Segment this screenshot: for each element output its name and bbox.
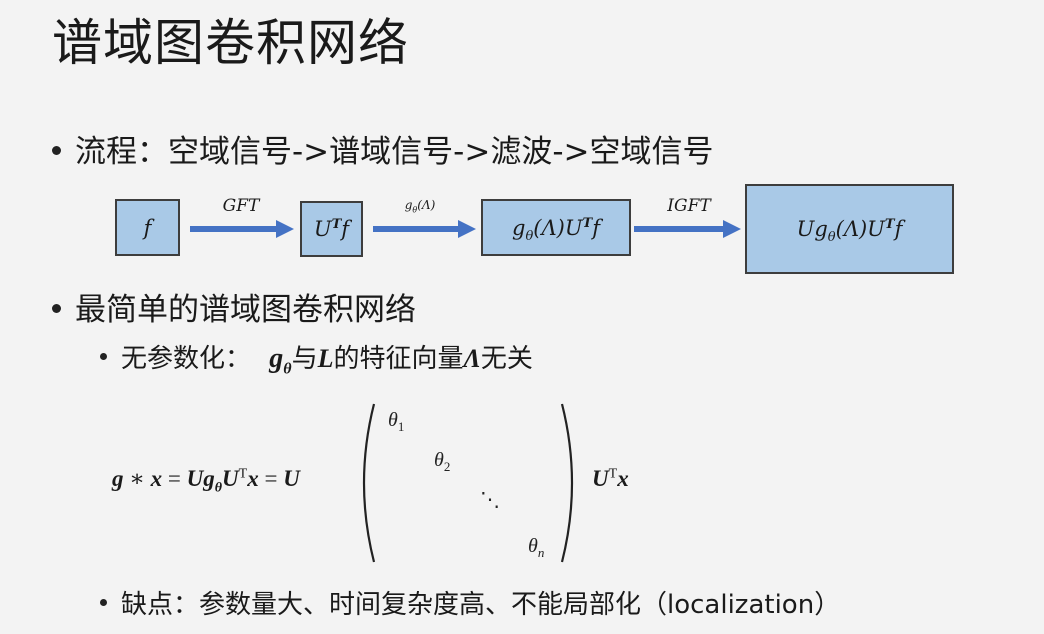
matrix-entry-theta2: θ2 <box>434 449 450 474</box>
box-output-signal-label: Ugθ(Λ)UTf <box>796 217 903 246</box>
sub-bullet-nonparam: 无参数化： gθ与L的特征向量Λ无关 <box>100 342 533 378</box>
sub-bullet-nonparam-text: gθ与L的特征向量Λ无关 <box>269 343 533 378</box>
diagonal-matrix: θ1 θ2 ⋱ θn <box>362 403 574 563</box>
matrix-left-paren <box>362 403 376 563</box>
matrix-entry-ddots: ⋱ <box>480 489 500 511</box>
arrow-gft-label: GFT <box>222 196 260 216</box>
box-filtered-signal: gθ(Λ)UTf <box>481 199 631 256</box>
slide-title: 谱域图卷积网络 <box>52 14 409 72</box>
sub-bullet-dot <box>100 353 107 360</box>
matrix-entry-thetan: θn <box>528 535 544 560</box>
arrow-igft-label: IGFT <box>667 196 711 216</box>
sub-bullet-drawbacks: 缺点：参数量大、时间复杂度高、不能局部化（localization） <box>100 588 840 622</box>
arrow-gft <box>190 220 294 238</box>
formula-rhs: UTx <box>592 466 629 491</box>
arrow-filter <box>373 220 476 238</box>
sub-bullet-drawbacks-text: 缺点：参数量大、时间复杂度高、不能局部化（localization） <box>121 590 841 620</box>
matrix-entry-theta1: θ1 <box>388 409 404 434</box>
sub-bullet-nonparam-label: 无参数化： <box>121 344 252 374</box>
bullet-simple-gcn: 最简单的谱域图卷积网络 <box>52 290 416 330</box>
box-filtered-signal-label: gθ(Λ)UTf <box>512 215 600 244</box>
bullet-flow-text: 流程：空域信号->谱域信号->滤波->空域信号 <box>75 134 714 170</box>
bullet-simple-gcn-text: 最简单的谱域图卷积网络 <box>75 292 416 328</box>
box-output-signal: Ugθ(Λ)UTf <box>745 184 954 274</box>
formula-lhs: g ∗ x = UgθUTx = U <box>112 466 300 496</box>
arrow-filter-label: gθ(Λ) <box>404 198 436 215</box>
box-spectral-signal: UTf <box>300 201 363 257</box>
box-signal-f-label: f <box>143 215 152 240</box>
bullet-flow: 流程：空域信号->谱域信号->滤波->空域信号 <box>52 132 713 172</box>
sub-bullet-dot <box>100 599 107 606</box>
bullet-dot <box>52 304 61 313</box>
box-signal-f: f <box>115 199 180 256</box>
arrow-igft <box>634 220 741 238</box>
box-spectral-signal-label: UTf <box>313 217 350 241</box>
matrix-right-paren <box>560 403 574 563</box>
bullet-dot <box>52 146 61 155</box>
